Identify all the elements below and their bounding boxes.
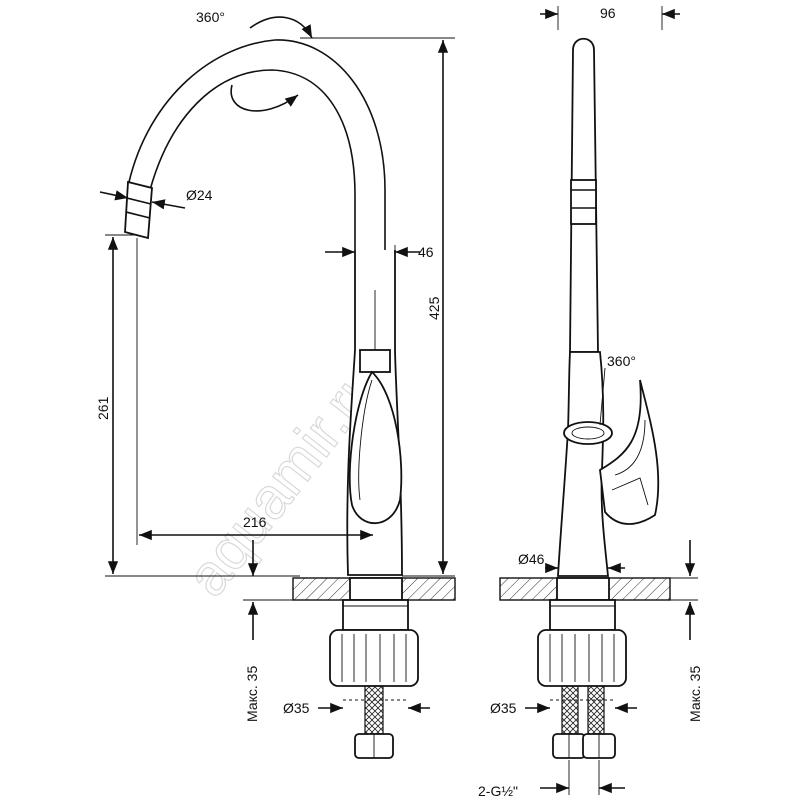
side-hose-left bbox=[561, 685, 579, 735]
front-shank bbox=[342, 599, 409, 631]
front-spout-height-label: 261 bbox=[95, 396, 111, 420]
front-rotation-arrow-top bbox=[249, 16, 313, 39]
side-base-diameter-label: Ø46 bbox=[518, 551, 545, 567]
side-width-label: 96 bbox=[600, 5, 616, 21]
front-collar bbox=[359, 349, 391, 373]
side-hose-right bbox=[587, 685, 605, 735]
side-handle-ring bbox=[563, 421, 613, 445]
front-rotation-label: 360° bbox=[196, 9, 225, 25]
front-hose-diameter-label: Ø24 bbox=[186, 187, 213, 203]
side-nut bbox=[537, 629, 627, 687]
side-body bbox=[557, 351, 609, 577]
front-hose bbox=[364, 685, 384, 735]
front-nozzle bbox=[124, 180, 153, 240]
front-spout-outer bbox=[128, 39, 386, 250]
front-reach-label: 216 bbox=[243, 514, 267, 530]
side-shank bbox=[549, 599, 616, 631]
front-nut bbox=[329, 629, 419, 687]
side-lever bbox=[599, 379, 660, 525]
front-shank-diameter-label: Ø35 bbox=[283, 700, 310, 716]
side-max-thickness-label: Макс. 35 bbox=[687, 666, 703, 722]
side-base bbox=[556, 577, 610, 601]
front-lever bbox=[348, 370, 403, 525]
front-max-thickness-label: Макс. 35 bbox=[244, 666, 260, 722]
front-base bbox=[349, 577, 403, 601]
side-nozzle bbox=[570, 179, 597, 225]
front-spout-inner bbox=[149, 69, 356, 250]
front-total-height-label: 425 bbox=[426, 296, 442, 320]
front-rotation-arrow-inner bbox=[230, 84, 299, 112]
front-body-width-label: 46 bbox=[418, 244, 434, 260]
side-handle-rotation-label: 360° bbox=[607, 353, 636, 369]
front-view: 360° Ø24 46 425 261 216 Ø35 Макс. 35 bbox=[95, 9, 456, 759]
side-shank-diameter-label: Ø35 bbox=[490, 700, 517, 716]
side-connection-label: 2-G½" bbox=[478, 783, 518, 799]
side-view: 96 360° Ø46 Ø35 Макс. 35 2-G½" bbox=[478, 5, 703, 799]
